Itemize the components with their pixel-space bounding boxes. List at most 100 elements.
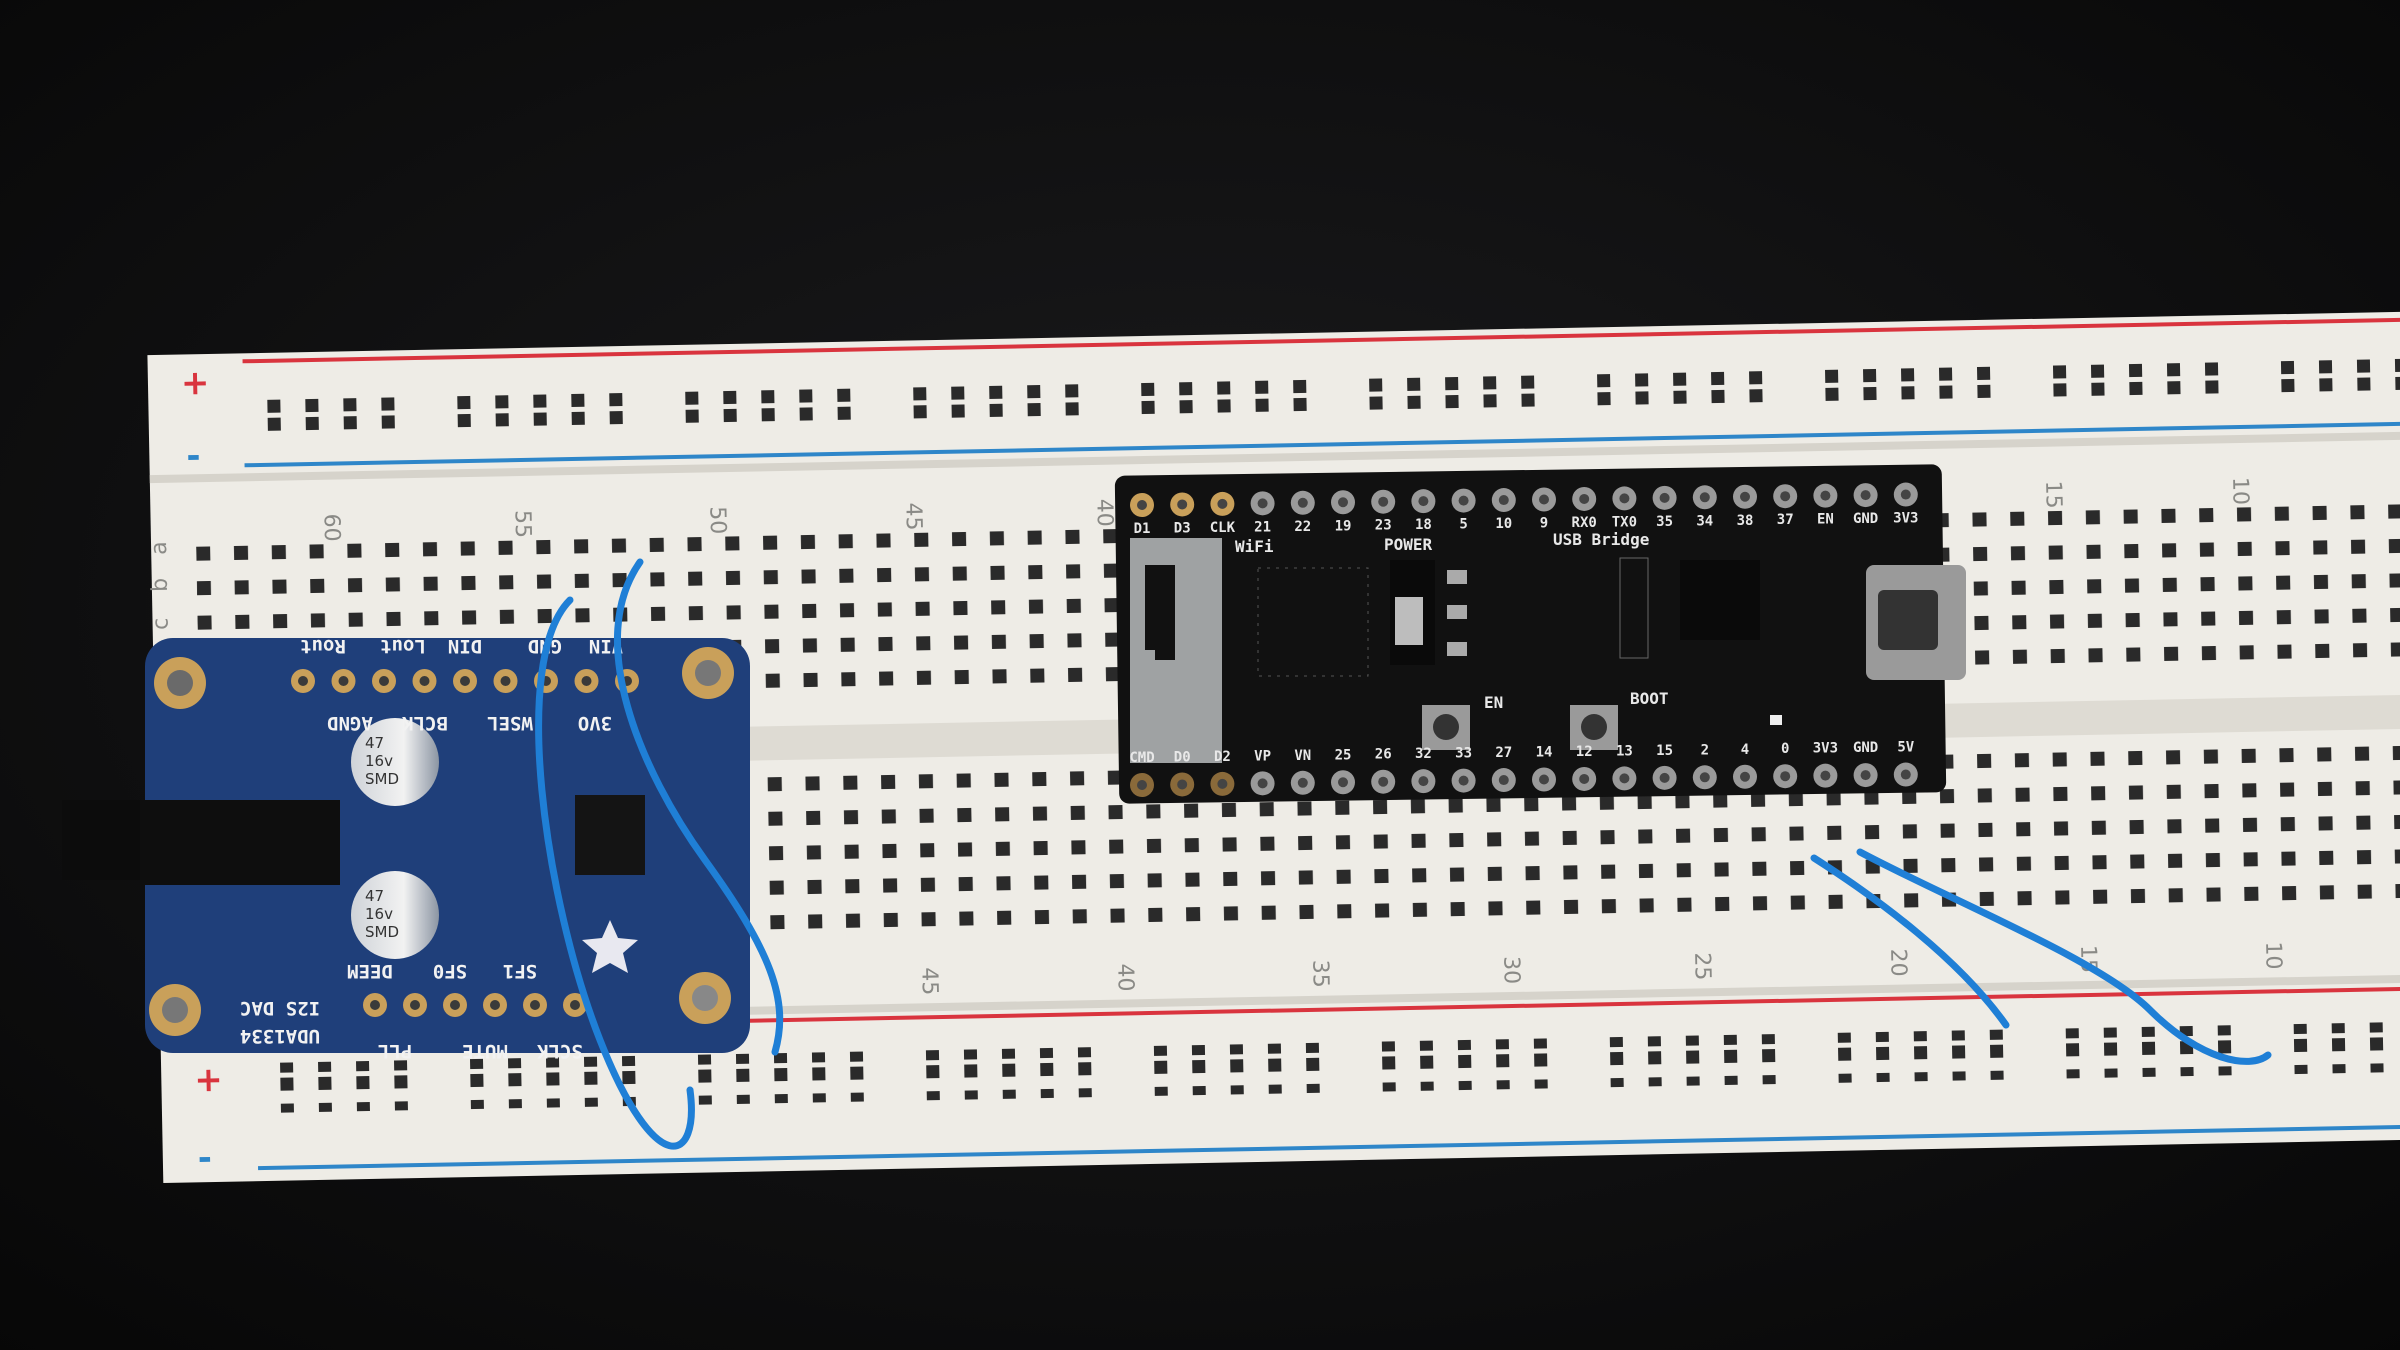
column-number: 35 xyxy=(1307,960,1333,988)
column-number: 20 xyxy=(1885,948,1911,976)
pin-label: 15 xyxy=(1656,743,1673,759)
pin-label: D3 xyxy=(1174,520,1191,536)
pin-label: 18 xyxy=(1415,517,1432,533)
column-number: 10 xyxy=(2260,941,2286,969)
bottom-rail-holes xyxy=(276,1020,2400,1113)
pin-label: 37 xyxy=(1777,512,1794,528)
column-number: 15 xyxy=(2040,480,2066,508)
dac-chip xyxy=(575,795,645,875)
capacitor-label: 47 xyxy=(365,887,384,905)
jumper-wire[interactable] xyxy=(535,596,695,1150)
pin-label: 25 xyxy=(1335,747,1352,763)
pin-label: D2 xyxy=(1214,749,1231,765)
pin-label: 3V3 xyxy=(1893,511,1918,527)
pin-label: EN xyxy=(1817,512,1834,528)
column-number: 25 xyxy=(1689,952,1715,980)
capacitor-label: SMD xyxy=(365,923,399,941)
column-number: 55 xyxy=(509,510,535,538)
esp32-chip-outline xyxy=(1257,567,1369,677)
bottom-rail-plus: + xyxy=(194,1060,223,1101)
pin-label: D0 xyxy=(1174,749,1191,765)
jumper-wire[interactable] xyxy=(614,558,784,1056)
dac-label: SF0 xyxy=(433,960,467,982)
capacitor-label: 16v xyxy=(365,905,393,923)
pin-label: 27 xyxy=(1495,745,1512,761)
dac-label: 3VO xyxy=(578,712,612,734)
pin-label: 3V3 xyxy=(1813,741,1838,757)
jumper-wire[interactable] xyxy=(1810,854,2010,1029)
column-number: 30 xyxy=(1498,956,1524,984)
pin-label: 4 xyxy=(1741,742,1749,758)
pin-label: GND xyxy=(1853,740,1878,756)
pin-label: 38 xyxy=(1737,513,1754,529)
dac-label: DIN xyxy=(448,635,482,657)
pin-label: 23 xyxy=(1375,518,1392,534)
pin-label: 14 xyxy=(1536,745,1553,761)
jumper-wires xyxy=(535,558,2272,1150)
power-label: POWER xyxy=(1384,535,1433,554)
column-number: 60 xyxy=(318,513,344,541)
column-number: 40 xyxy=(1112,963,1138,991)
pin-label: 9 xyxy=(1540,516,1548,532)
boot-button[interactable] xyxy=(1570,705,1618,750)
pin-label: TX0 xyxy=(1612,514,1637,530)
wifi-antenna xyxy=(1130,538,1222,763)
pin-label: 32 xyxy=(1415,746,1432,762)
jumper-wire[interactable] xyxy=(1856,848,2272,1065)
pin-label: D1 xyxy=(1134,521,1151,537)
en-button-label: EN xyxy=(1484,693,1503,712)
top-rail-blue-line xyxy=(244,421,2400,468)
wifi-label: WiFi xyxy=(1235,537,1274,556)
dac-label: PLL xyxy=(378,1040,412,1062)
dac-label: SF1 xyxy=(503,960,537,982)
capacitor xyxy=(351,871,439,959)
dac-label: BCLK xyxy=(402,712,448,734)
column-number: 50 xyxy=(704,506,730,534)
dac-label: Rout xyxy=(300,635,346,657)
top-rail-red-line xyxy=(242,317,2400,364)
pin-label: 35 xyxy=(1656,514,1673,530)
pin-label: 26 xyxy=(1375,747,1392,763)
pin-label: 13 xyxy=(1616,743,1633,759)
bottom-rail-minus: - xyxy=(197,1138,212,1178)
en-button[interactable] xyxy=(1422,705,1470,750)
capacitor-label: 16v xyxy=(365,752,393,770)
dac-label: UDA1334 xyxy=(240,1025,320,1047)
pin-label: RX0 xyxy=(1572,515,1597,531)
pin-label: CMD xyxy=(1129,750,1154,766)
bottom-terminal-holes xyxy=(200,740,2400,960)
pin-label: 19 xyxy=(1335,518,1352,534)
dac-label: I2S DAC xyxy=(240,997,320,1019)
top-rail-plus: + xyxy=(181,363,210,404)
pin-label: 0 xyxy=(1781,741,1789,757)
row-letter: c xyxy=(148,618,173,631)
dac-label: DEEM xyxy=(347,960,393,982)
status-led xyxy=(1770,715,1782,725)
boot-button-label: BOOT xyxy=(1630,689,1669,708)
pin-label: 34 xyxy=(1696,513,1713,529)
dac-label: Lout xyxy=(380,635,426,657)
usb-bridge-chip xyxy=(1680,560,1760,640)
pin-label: VN xyxy=(1294,748,1311,764)
pin-label: 2 xyxy=(1701,742,1709,758)
top-rail-minus: - xyxy=(186,436,201,476)
pin-label: CLK xyxy=(1210,520,1236,536)
column-number: 45 xyxy=(916,967,942,995)
pin-label: 10 xyxy=(1495,516,1512,532)
top-rail-holes xyxy=(263,351,2400,443)
dac-label: AGND xyxy=(327,712,373,734)
bottom-rail-blue-line xyxy=(258,1123,2400,1171)
micro-usb-port[interactable] xyxy=(1866,565,1966,680)
pin-label: 22 xyxy=(1294,519,1311,535)
dac-label: SCLK xyxy=(537,1040,583,1062)
pin-label: 5V xyxy=(1897,740,1914,756)
esp32-pcb xyxy=(1114,464,1947,804)
row-letter: a xyxy=(147,541,172,555)
